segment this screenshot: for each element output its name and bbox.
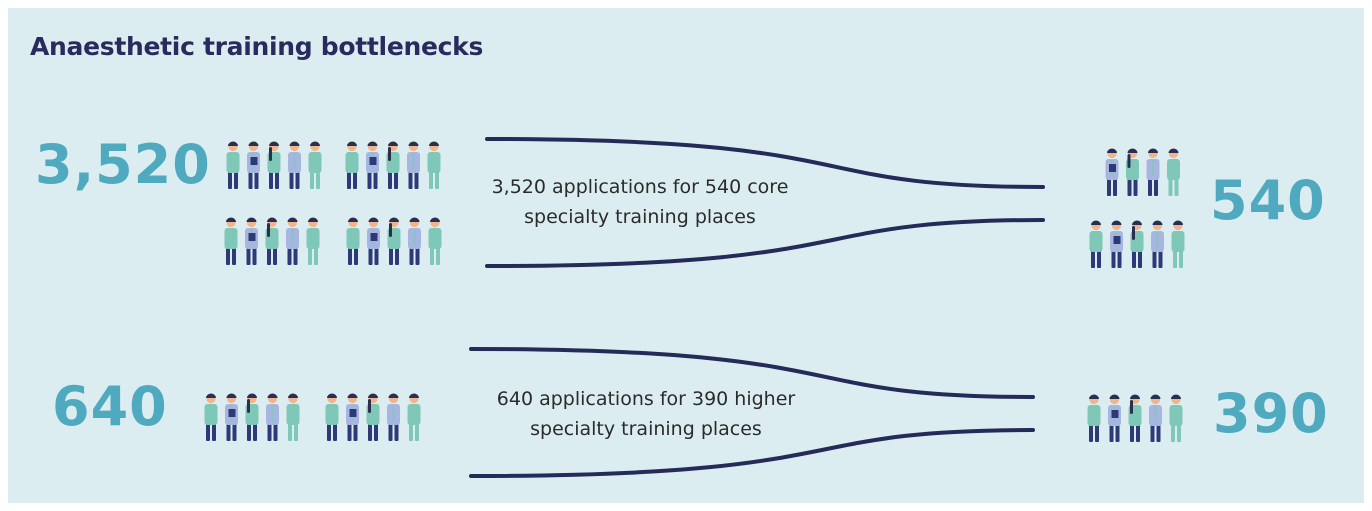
doctor-icon	[366, 393, 380, 441]
doctor-icon	[1105, 148, 1119, 196]
doctor-icon	[428, 217, 442, 265]
doctor-icon	[308, 141, 322, 189]
core-applications-count: 3,520	[35, 133, 211, 196]
doctor-icon	[407, 141, 420, 189]
doctor-icon	[267, 141, 281, 189]
doctor-icon	[1151, 220, 1164, 268]
doctor-icon	[306, 217, 320, 265]
doctor-icon	[346, 217, 360, 265]
doctor-icon	[265, 217, 279, 265]
doctor-icon	[1110, 220, 1123, 268]
doctor-icon	[345, 141, 359, 189]
doctor-icon	[245, 393, 259, 441]
doctor-icon	[1149, 394, 1162, 442]
doctor-icon	[1167, 148, 1180, 196]
higher-training-description: 640 applications for 390 higher specialt…	[496, 388, 796, 440]
core-places-count: 540	[1210, 169, 1326, 232]
funnel-top-line-core	[485, 137, 1045, 189]
doctor-icon	[366, 141, 379, 189]
doctor-icon	[407, 393, 421, 441]
doctor-icon	[1146, 148, 1160, 196]
doctor-icon	[204, 393, 218, 441]
higher-applications-count: 640	[52, 375, 168, 438]
doctor-icon	[427, 141, 441, 189]
doctor-icon	[1108, 394, 1121, 442]
funnel-bottom-line-higher	[469, 428, 1035, 478]
doctor-icon	[1087, 394, 1101, 442]
core-training-description: 3,520 applications for 540 core specialt…	[491, 176, 789, 228]
doctor-icon	[1169, 394, 1183, 442]
doctor-icon	[286, 217, 299, 265]
funnel-top-line-higher	[469, 347, 1035, 399]
doctor-icon	[1126, 148, 1139, 196]
higher-places-count: 390	[1213, 382, 1329, 445]
doctor-icon	[387, 393, 400, 441]
doctor-icon	[245, 217, 258, 265]
doctor-icon	[1089, 220, 1103, 268]
funnel-bottom-line-core	[485, 218, 1045, 268]
doctor-icon	[1128, 394, 1142, 442]
doctor-icon	[408, 217, 421, 265]
doctor-icon	[325, 393, 339, 441]
doctor-icon	[224, 217, 238, 265]
doctor-icon	[225, 393, 238, 441]
doctor-icon	[1171, 220, 1185, 268]
doctor-icon	[387, 217, 401, 265]
doctor-icon	[367, 217, 380, 265]
doctor-icon	[247, 141, 260, 189]
doctor-icon	[346, 393, 359, 441]
doctor-icon	[226, 141, 240, 189]
doctor-icon	[288, 141, 301, 189]
doctor-icon	[286, 393, 300, 441]
doctor-icon	[266, 393, 279, 441]
doctor-icon	[386, 141, 400, 189]
infographic-title: Anaesthetic training bottlenecks	[30, 32, 484, 61]
doctor-icon	[1130, 220, 1144, 268]
